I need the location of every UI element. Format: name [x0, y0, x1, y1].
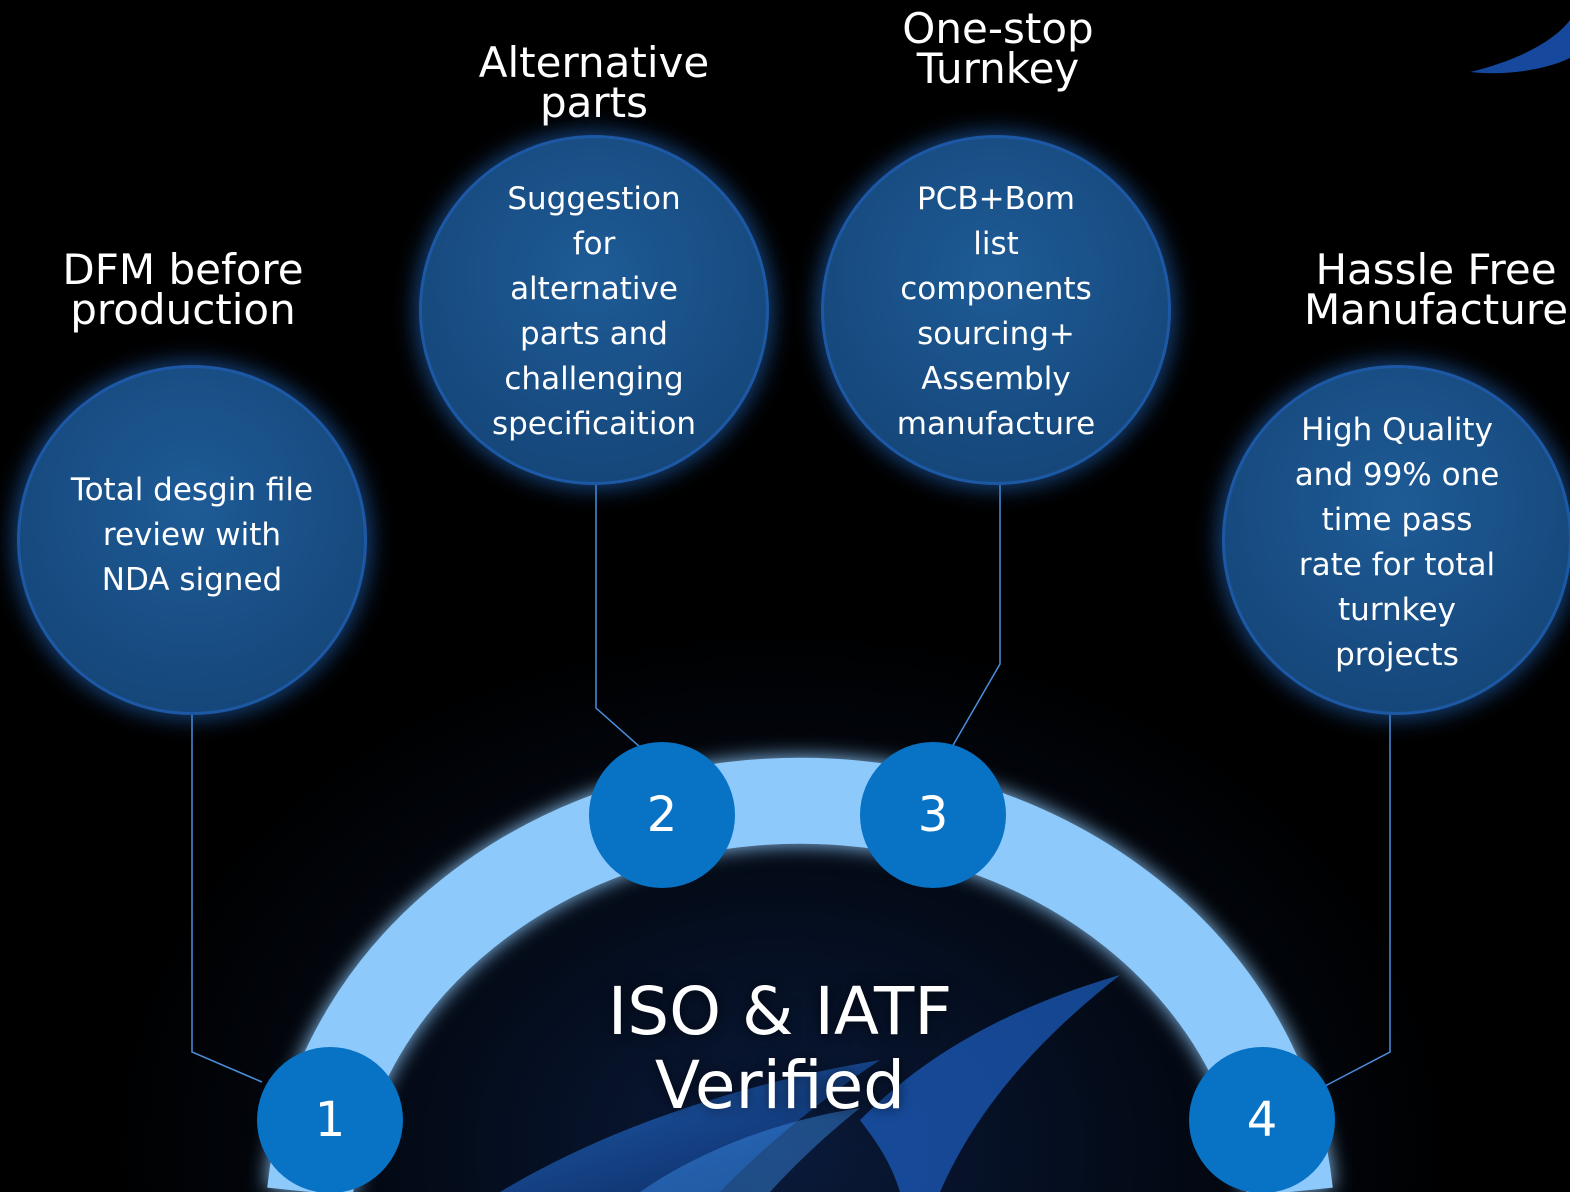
step-4-title: Hassle Free Manufacture	[1303, 245, 1569, 334]
step-4-marker: 4	[1189, 1047, 1335, 1192]
step-2-bubble: Suggestion for alternative parts and cha…	[419, 135, 769, 485]
step-2-marker: 2	[589, 742, 735, 888]
step-3-title: One-stop Turnkey	[902, 4, 1094, 93]
step-2-description: Suggestion for alternative parts and cha…	[491, 181, 697, 442]
connector-line-3	[951, 484, 1001, 748]
swoosh-decoration-top-right	[1470, 20, 1570, 74]
step-4-bubble: High Quality and 99% one time pass rate …	[1222, 365, 1570, 715]
swoosh-decoration-center	[500, 1060, 880, 1192]
center-label: ISO & IATF Verified	[607, 973, 953, 1124]
swoosh-decoration-center-3	[640, 1108, 860, 1192]
step-1-marker: 1	[257, 1047, 403, 1192]
step-3-bubble: PCB+Bom list components sourcing+ Assemb…	[821, 135, 1171, 485]
step-3-marker: 3	[860, 742, 1006, 888]
step-2-title: Alternative parts	[478, 38, 710, 127]
main-arc	[267, 757, 1333, 1192]
connector-line-1	[191, 705, 263, 1083]
connector-line-2	[595, 484, 641, 748]
swoosh-decoration-center-2	[860, 975, 1120, 1192]
step-1-bubble: Total desgin file review with NDA signed	[17, 365, 367, 715]
connector-line-4	[1324, 705, 1391, 1087]
step-1-title: DFM before production	[62, 245, 304, 334]
step-1-description: Total desgin file review with NDA signed	[70, 472, 314, 598]
step-4-description: High Quality and 99% one time pass rate …	[1294, 412, 1500, 673]
step-3-description: PCB+Bom list components sourcing+ Assemb…	[896, 181, 1096, 442]
